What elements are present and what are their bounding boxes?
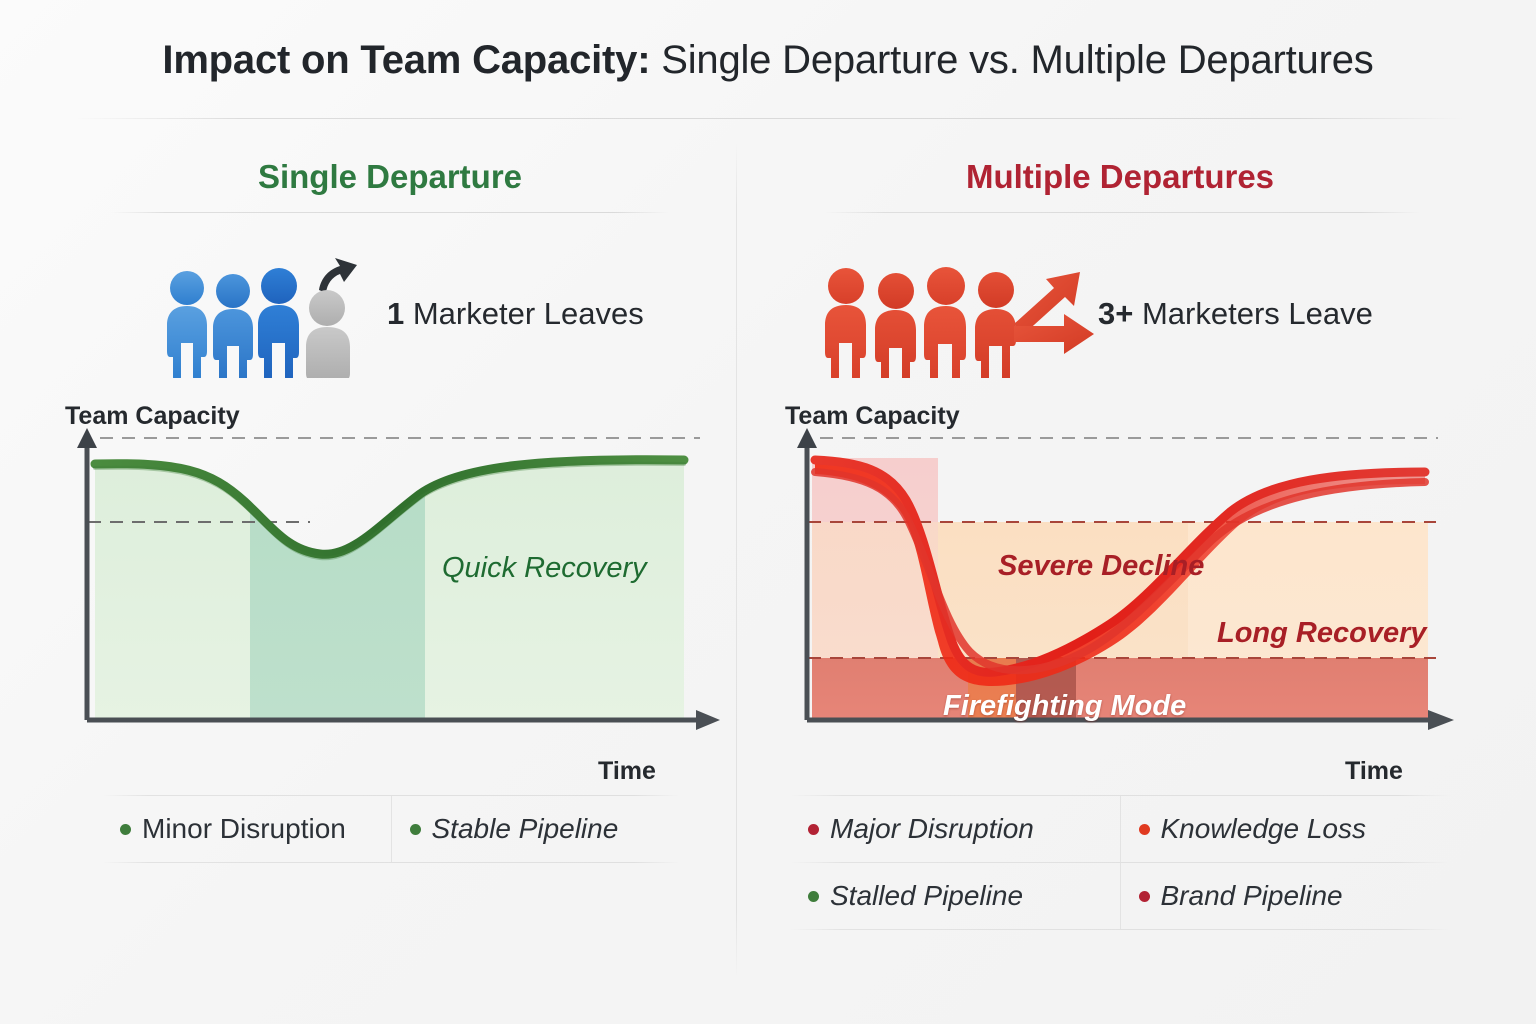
panel-divider — [736, 140, 737, 978]
legend-row: Major Disruption Knowledge Loss — [790, 796, 1450, 862]
panel-title-multiple: Multiple Departures — [965, 158, 1275, 195]
x-axis-label-left: Time — [598, 757, 656, 785]
capacity-curve-right-inner — [811, 468, 1429, 675]
x-axis-label-right: Time — [1345, 757, 1403, 785]
header-divider — [75, 118, 1465, 119]
people-row-multiple: 3+ Marketers Leave — [780, 248, 1460, 378]
annotation-long-recovery: Long Recovery — [1217, 617, 1427, 649]
four-people-one-leaving-icon — [167, 258, 357, 378]
legend-dot-icon — [1138, 823, 1150, 835]
people-text-single: Marketer Leaves — [404, 296, 644, 331]
legend-dot-icon — [409, 823, 421, 835]
page-title-rest: Single Departure vs. Multiple Departures — [650, 38, 1374, 82]
capacity-curve-shadow-left — [93, 461, 686, 561]
legend-row: Stalled Pipeline Brand Pipeline — [790, 863, 1450, 929]
legend-dot-icon — [808, 823, 819, 835]
chart-svg-right — [797, 428, 1454, 730]
legend-item-brand-pipeline[interactable]: Brand Pipeline — [1119, 863, 1451, 929]
legend-rule-top-left — [102, 795, 680, 796]
people-count-multiple: 3+ — [1098, 296, 1134, 331]
legend-item-stalled-pipeline[interactable]: Stalled Pipeline — [790, 863, 1120, 929]
x-axis-arrow-left — [696, 710, 720, 730]
annotation-quick-recovery: Quick Recovery — [442, 552, 647, 584]
panel-single-departure: Single Departure — [60, 140, 720, 1000]
legend-rule-bottom-right — [790, 929, 1450, 930]
annotation-severe-decline: Severe Decline — [998, 550, 1205, 582]
legend-dot-icon — [808, 890, 819, 902]
legend-label: Major Disruption — [830, 813, 1034, 844]
legend-rule-top-right — [790, 795, 1450, 796]
legend-label: Stalled Pipeline — [830, 880, 1024, 911]
legend-right: Major Disruption Knowledge Loss Stalled … — [790, 795, 1450, 930]
legend-dot-icon — [120, 823, 131, 835]
legend-rule-bottom-left — [102, 862, 680, 863]
people-label-multiple: 3+ Marketers Leave — [1098, 296, 1373, 332]
legend-item-minor-disruption[interactable]: Minor Disruption — [102, 796, 391, 862]
chart-area-bands-left — [95, 459, 684, 720]
chart-multiple-departures: Team Capacity — [780, 402, 1460, 792]
legend-left: Minor Disruption Stable Pipeline — [102, 795, 680, 863]
legend-label: Brand Pipeline — [1160, 880, 1343, 911]
people-label-single: 1 Marketer Leaves — [387, 296, 644, 332]
y-axis-arrow-left — [77, 428, 97, 448]
legend-item-stable-pipeline[interactable]: Stable Pipeline — [390, 796, 681, 862]
y-axis-arrow-right — [797, 428, 817, 448]
page-title: Impact on Team Capacity: Single Departur… — [0, 38, 1536, 83]
x-axis-arrow-right — [1428, 710, 1454, 730]
panel-multiple-departures: Multiple Departures — [780, 140, 1460, 1000]
panel-title-divider-left — [110, 212, 670, 213]
legend-item-major-disruption[interactable]: Major Disruption — [790, 796, 1120, 862]
legend-label: Minor Disruption — [142, 813, 346, 844]
people-text-multiple: Marketers Leave — [1133, 296, 1373, 331]
annotation-firefighting-mode: Firefighting Mode — [943, 690, 1187, 722]
chart-area-bands-right — [812, 458, 1428, 720]
capacity-curve-left — [90, 455, 689, 559]
people-row-single: 1 Marketer Leaves — [60, 248, 720, 378]
four-people-all-leaving-icon — [825, 267, 1094, 378]
y-axis-label-left: Team Capacity — [65, 402, 240, 430]
y-axis-label-right: Team Capacity — [785, 402, 960, 430]
chart-single-departure: Team Capacity — [60, 402, 720, 792]
page-title-bold: Impact on Team Capacity: — [162, 38, 651, 82]
legend-item-knowledge-loss[interactable]: Knowledge Loss — [1119, 796, 1451, 862]
legend-rule-middle-right — [790, 862, 1450, 863]
legend-dot-icon — [1138, 890, 1150, 902]
chart-svg-left — [77, 428, 720, 730]
panel-title-divider-right — [825, 212, 1420, 213]
legend-label: Knowledge Loss — [1160, 813, 1366, 844]
legend-row: Minor Disruption Stable Pipeline — [102, 796, 680, 862]
panel-title-single: Single Departure — [257, 158, 523, 195]
people-count-single: 1 — [387, 296, 405, 331]
legend-label: Stable Pipeline — [431, 813, 619, 844]
